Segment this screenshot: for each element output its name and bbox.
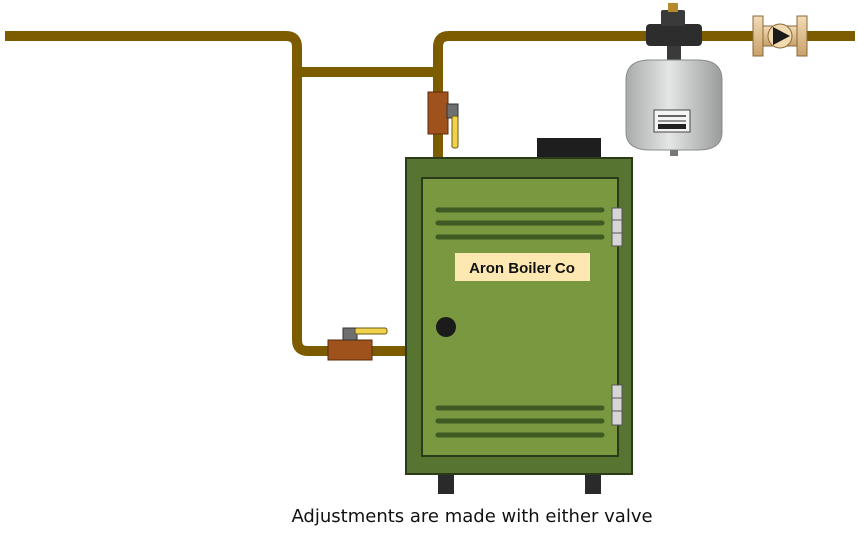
pump-flow-arrow: [773, 27, 790, 45]
circulator-pump-icon: [752, 15, 808, 57]
boiler-label-plate: [455, 253, 590, 281]
boiler-foot-left: [438, 472, 454, 494]
tank-neck: [667, 46, 681, 60]
boiler-louvers-top: [435, 207, 605, 240]
boiler-door-knob[interactable]: [436, 317, 456, 337]
boiler: Aron Boiler Co: [405, 138, 633, 494]
upper-valve-body: [427, 91, 449, 135]
piping: [5, 31, 855, 356]
tank-body: [625, 59, 723, 151]
boiler-flue: [537, 138, 601, 158]
boiler-foot-right: [585, 472, 601, 494]
pump-flange-left: [752, 15, 764, 57]
expansion-tank-icon: [625, 3, 723, 156]
tank-bottom-fitting: [670, 150, 678, 156]
upper-valve-handle[interactable]: [451, 115, 459, 149]
air-vent-top: [668, 3, 678, 12]
boiler-louvers-bottom: [435, 405, 605, 438]
boiler-hinge-bottom: [611, 384, 623, 426]
air-vent-cap: [661, 10, 685, 26]
boiler-label: Aron Boiler Co: [469, 260, 575, 277]
air-separator-body: [646, 24, 702, 46]
pump-flange-right: [796, 15, 808, 57]
boiler-door[interactable]: [421, 177, 619, 457]
supply-pipe-left: [5, 31, 408, 356]
lower-valve-handle[interactable]: [354, 327, 388, 335]
return-pipe-right: [433, 31, 855, 160]
boiler-hinge-top: [611, 207, 623, 247]
diagram-caption: Adjustments are made with either valve: [291, 506, 653, 527]
lower-ball-valve[interactable]: [327, 327, 388, 361]
lower-valve-body: [327, 339, 373, 361]
upper-ball-valve[interactable]: [427, 91, 459, 149]
